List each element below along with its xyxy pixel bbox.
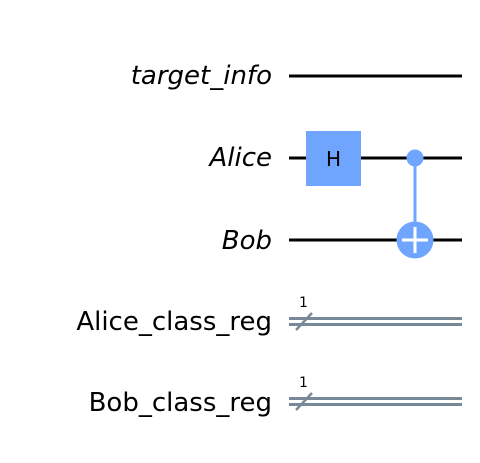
bit-width-alice-class-reg: 1 [299,295,308,311]
bus-slash-alice-class-reg [295,312,313,331]
wire-label-target-info: target_info [131,61,272,91]
cnot-gate [396,149,434,259]
wire-label-bob: Bob [222,226,272,256]
wire-label-bob-class-reg: Bob_class_reg [89,388,272,418]
bus-slash-bob-class-reg [295,392,313,411]
wire-label-alice: Alice [207,143,272,173]
cnot-control-dot [406,149,424,167]
hadamard-gate-label: H [326,147,341,171]
classical-wire-bob-class-reg: 1 [289,375,462,411]
bit-width-bob-class-reg: 1 [299,375,308,391]
classical-wire-alice-class-reg: 1 [289,295,462,331]
hadamard-gate: H [306,131,361,186]
wire-label-alice-class-reg: Alice_class_reg [76,307,272,337]
